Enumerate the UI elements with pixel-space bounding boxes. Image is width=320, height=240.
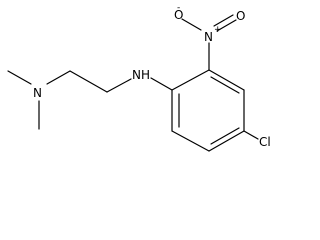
atom-label-carbonyl-o: O [236, 9, 245, 23]
bond-ethyl-nh [106, 78, 132, 93]
bond-nitro-o-double-a [216, 19, 237, 32]
ring-bond-4-inner [210, 127, 240, 145]
ring-bond-2 [208, 69, 245, 91]
bond-nitro-o-minus [181, 18, 202, 31]
ring-bond-1 [171, 69, 210, 91]
ring-bond-5 [171, 130, 210, 152]
atom-label-oxide-o: O [174, 8, 183, 22]
atom-label-chloro: Cl [259, 135, 271, 149]
bond-methyl-top [7, 70, 32, 85]
bond-nh-ring [150, 77, 173, 91]
bond-ring-cl [243, 130, 259, 140]
atom-charge-nitro: + [214, 25, 222, 35]
bond-n-ethyl [46, 70, 71, 85]
atom-label-nitro-n: N [204, 30, 213, 44]
bond-ethylene [69, 70, 108, 93]
chemical-structure: N NH N + O - O Cl [7, 3, 271, 152]
bond-nitro-o-double-b [213, 14, 234, 27]
atom-label-nh: NH [132, 68, 150, 82]
atom-label-amine-n: N [33, 86, 42, 100]
ring-bond-2-inner [210, 76, 240, 94]
ring-bond-4 [208, 130, 245, 152]
atom-charge-oxide: - [177, 3, 180, 13]
